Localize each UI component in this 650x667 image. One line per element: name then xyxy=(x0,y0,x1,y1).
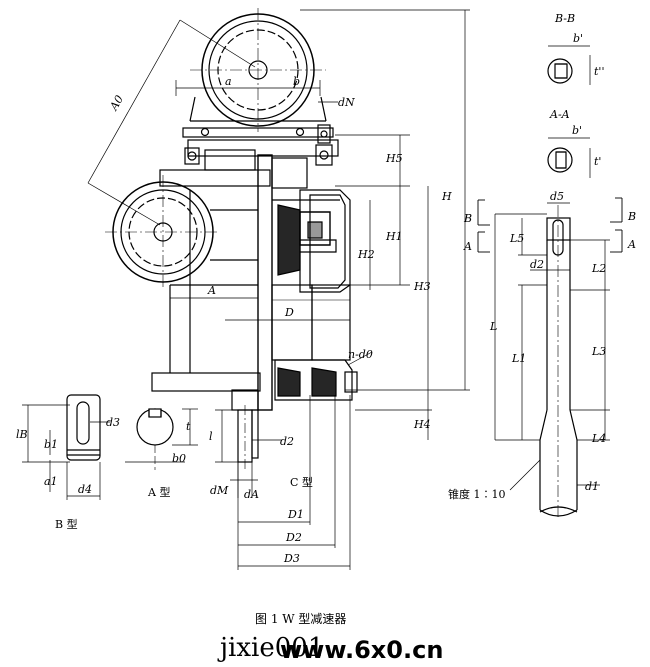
svg-text:d2: d2 xyxy=(280,435,294,448)
svg-text:L1: L1 xyxy=(511,352,526,365)
svg-text:L: L xyxy=(489,320,497,333)
side-motor xyxy=(105,175,258,290)
section-aa: A-A b' t' xyxy=(547,108,601,178)
svg-text:H3: H3 xyxy=(413,280,431,293)
svg-text:dM: dM xyxy=(210,484,229,497)
svg-text:d4: d4 xyxy=(78,483,92,496)
svg-text:b0: b0 xyxy=(172,452,186,465)
motor-dims: a b dN xyxy=(175,75,355,109)
shaft-dims: d5 L L5 L1 d2 L2 L3 L4 d1 锥度 1∶10 xyxy=(448,190,610,501)
figure-caption: 图 1 W 型减速器 xyxy=(255,612,346,626)
svg-text:t': t' xyxy=(594,155,601,168)
svg-text:H5: H5 xyxy=(385,152,403,165)
svg-text:dA: dA xyxy=(244,488,259,501)
tapered-shaft xyxy=(539,205,578,520)
svg-text:a1: a1 xyxy=(44,475,58,488)
svg-text:D: D xyxy=(284,306,294,319)
svg-text:锥度 1∶10: 锥度 1∶10 xyxy=(448,487,506,501)
svg-text:H1: H1 xyxy=(385,230,403,243)
a-type-key-detail: t b0 A 型 xyxy=(125,408,198,499)
svg-text:b: b xyxy=(293,75,300,88)
svg-text:t'': t'' xyxy=(594,65,604,78)
svg-text:D2: D2 xyxy=(285,531,302,544)
svg-text:C 型: C 型 xyxy=(290,475,313,489)
svg-text:A: A xyxy=(463,240,472,253)
svg-text:t: t xyxy=(186,420,191,433)
b-type-shaft-detail: lB b1 a1 d3 d4 B 型 xyxy=(16,394,120,531)
height-dims: H H5 H1 H2 H3 H4 xyxy=(300,9,470,440)
section-bb: B-B b' t'' xyxy=(547,12,604,85)
svg-text:L5: L5 xyxy=(509,232,524,245)
svg-text:A-A: A-A xyxy=(549,108,570,121)
fasteners xyxy=(184,124,333,171)
svg-text:A: A xyxy=(627,238,636,251)
svg-text:L2: L2 xyxy=(591,262,606,275)
horizontal-dims: A D n-d0 xyxy=(170,284,373,366)
svg-text:L3: L3 xyxy=(591,345,606,358)
svg-text:jixie001: jixie001 xyxy=(217,633,324,663)
svg-text:b': b' xyxy=(572,124,582,137)
svg-text:B 型: B 型 xyxy=(55,517,78,531)
svg-text:B-B: B-B xyxy=(554,12,575,25)
svg-text:H: H xyxy=(441,190,452,203)
svg-text:l: l xyxy=(209,430,213,443)
svg-text:B: B xyxy=(463,212,472,225)
svg-text:n-d0: n-d0 xyxy=(348,348,373,361)
svg-text:b1: b1 xyxy=(44,438,58,451)
svg-text:d5: d5 xyxy=(550,190,564,203)
svg-text:B: B xyxy=(627,210,636,223)
svg-text:H4: H4 xyxy=(413,418,431,431)
svg-text:D1: D1 xyxy=(287,508,304,521)
top-motor xyxy=(182,8,334,138)
svg-text:lB: lB xyxy=(16,428,28,441)
svg-text:D3: D3 xyxy=(283,552,300,565)
svg-text:d2: d2 xyxy=(530,258,544,271)
svg-text:www.6x0.cn: www.6x0.cn xyxy=(280,636,443,664)
svg-text:d3: d3 xyxy=(106,416,120,429)
svg-text:A: A xyxy=(207,284,216,297)
svg-text:d1: d1 xyxy=(585,480,599,493)
svg-text:b': b' xyxy=(573,32,583,45)
svg-text:dN: dN xyxy=(338,96,355,109)
svg-text:A 型: A 型 xyxy=(147,485,170,499)
svg-text:H2: H2 xyxy=(357,248,375,261)
svg-text:L4: L4 xyxy=(591,432,606,445)
A0-dim: A0 xyxy=(87,19,256,226)
section-markers: B A B A xyxy=(463,197,636,253)
svg-text:a: a xyxy=(225,75,232,88)
gearbox-housing xyxy=(151,139,358,470)
output-shaft-dims: l d2 dM dA C 型 xyxy=(209,409,313,501)
svg-text:A0: A0 xyxy=(107,93,126,113)
watermark: jixie001 www.6x0.cn xyxy=(217,633,443,664)
